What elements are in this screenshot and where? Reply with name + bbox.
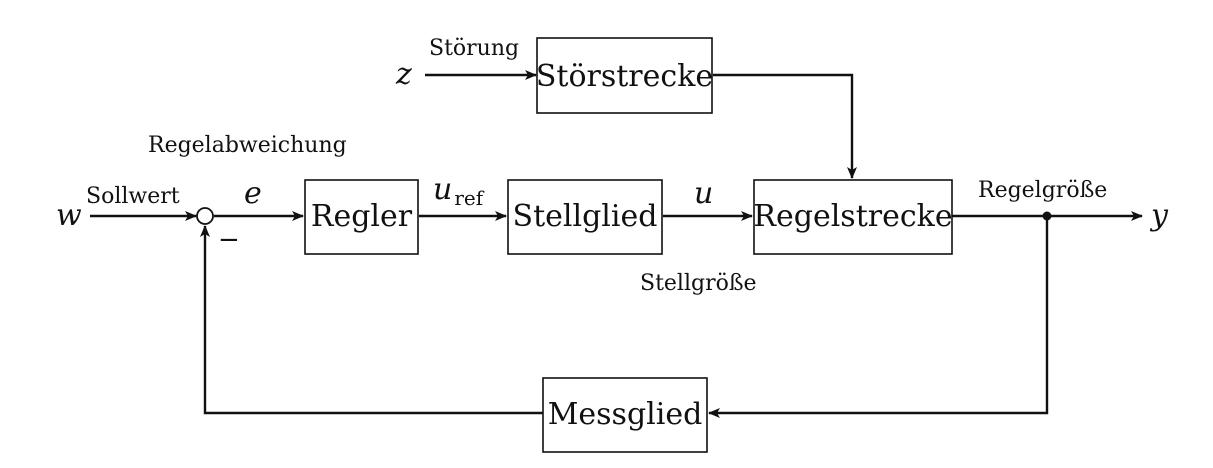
- var-y: y: [1149, 198, 1169, 233]
- var-u-ref-sub: ref: [454, 186, 484, 210]
- label-regelabweichung: Regelabweichung: [148, 133, 347, 158]
- label-sollwert: Sollwert: [86, 184, 180, 209]
- block-regelstrecke: Regelstrecke: [753, 179, 953, 255]
- block-regler: Regler: [304, 179, 419, 255]
- label-stoerung: Störung: [429, 36, 519, 61]
- var-u-ref-main: u: [433, 172, 452, 207]
- branch-point: [1042, 211, 1052, 221]
- block-messglied-label: Messglied: [548, 397, 703, 432]
- var-u: u: [694, 176, 713, 211]
- var-e: e: [244, 176, 262, 211]
- block-stellglied-label: Stellglied: [513, 199, 658, 234]
- label-regelgroesse: Regelgröße: [978, 178, 1107, 203]
- var-w: w: [56, 198, 82, 233]
- feedback-minus-sign: −: [218, 225, 240, 255]
- arrow-messglied-to-junction: [200, 225, 543, 415]
- block-regler-label: Regler: [311, 199, 413, 234]
- arrow-stoerstrecke-to-regelstrecke: [713, 73, 857, 179]
- arrow-branch-to-messglied: [708, 216, 1049, 418]
- summing-junction: [196, 207, 214, 225]
- block-stellglied: Stellglied: [507, 179, 663, 255]
- block-stoerstrecke: Störstrecke: [536, 37, 713, 114]
- var-z: z: [395, 57, 412, 92]
- block-messglied: Messglied: [542, 377, 708, 453]
- block-regelstrecke-label: Regelstrecke: [753, 199, 952, 234]
- label-stellgroesse: Stellgröße: [640, 271, 757, 296]
- block-stoerstrecke-label: Störstrecke: [536, 59, 713, 94]
